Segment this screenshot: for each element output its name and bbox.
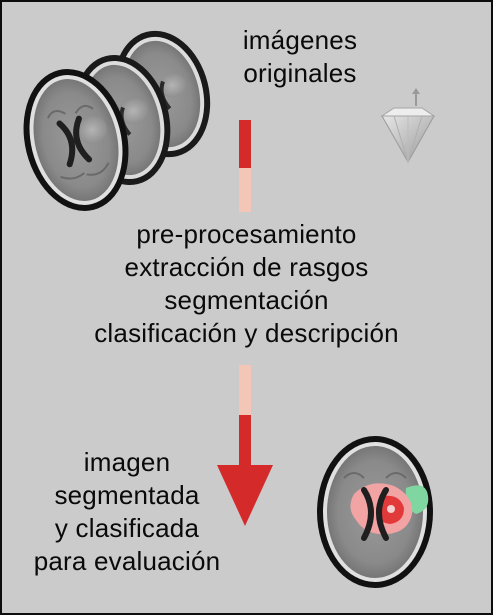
label-original-line-2: originales: [243, 58, 357, 88]
label-result-line-3: y clasificada: [54, 513, 200, 543]
label-result-line-1: imagen: [83, 447, 171, 477]
label-processing-steps: pre-procesamiento extracción de rasgos s…: [22, 218, 471, 350]
label-original-images: imágenes originales: [220, 24, 380, 90]
label-result-line-4: para evaluación: [33, 546, 221, 576]
step-preprocessing: pre-procesamiento: [136, 219, 357, 249]
brain-scan-stack: [23, 30, 211, 211]
brain-scan-front: [23, 69, 129, 211]
label-original-line-1: imágenes: [242, 25, 358, 55]
step-segmentation: segmentación: [164, 285, 329, 315]
segmented-brain-scan: [317, 436, 433, 588]
step-classification: clasificación y descripción: [94, 318, 399, 348]
flow-connector-top: [239, 120, 251, 212]
diamond-icon: [380, 88, 436, 164]
down-arrow: [217, 365, 273, 526]
label-result-image: imagen segmentada y clasificada para eva…: [16, 446, 238, 578]
step-feature-extraction: extracción de rasgos: [124, 252, 369, 282]
label-result-line-2: segmentada: [54, 480, 200, 510]
